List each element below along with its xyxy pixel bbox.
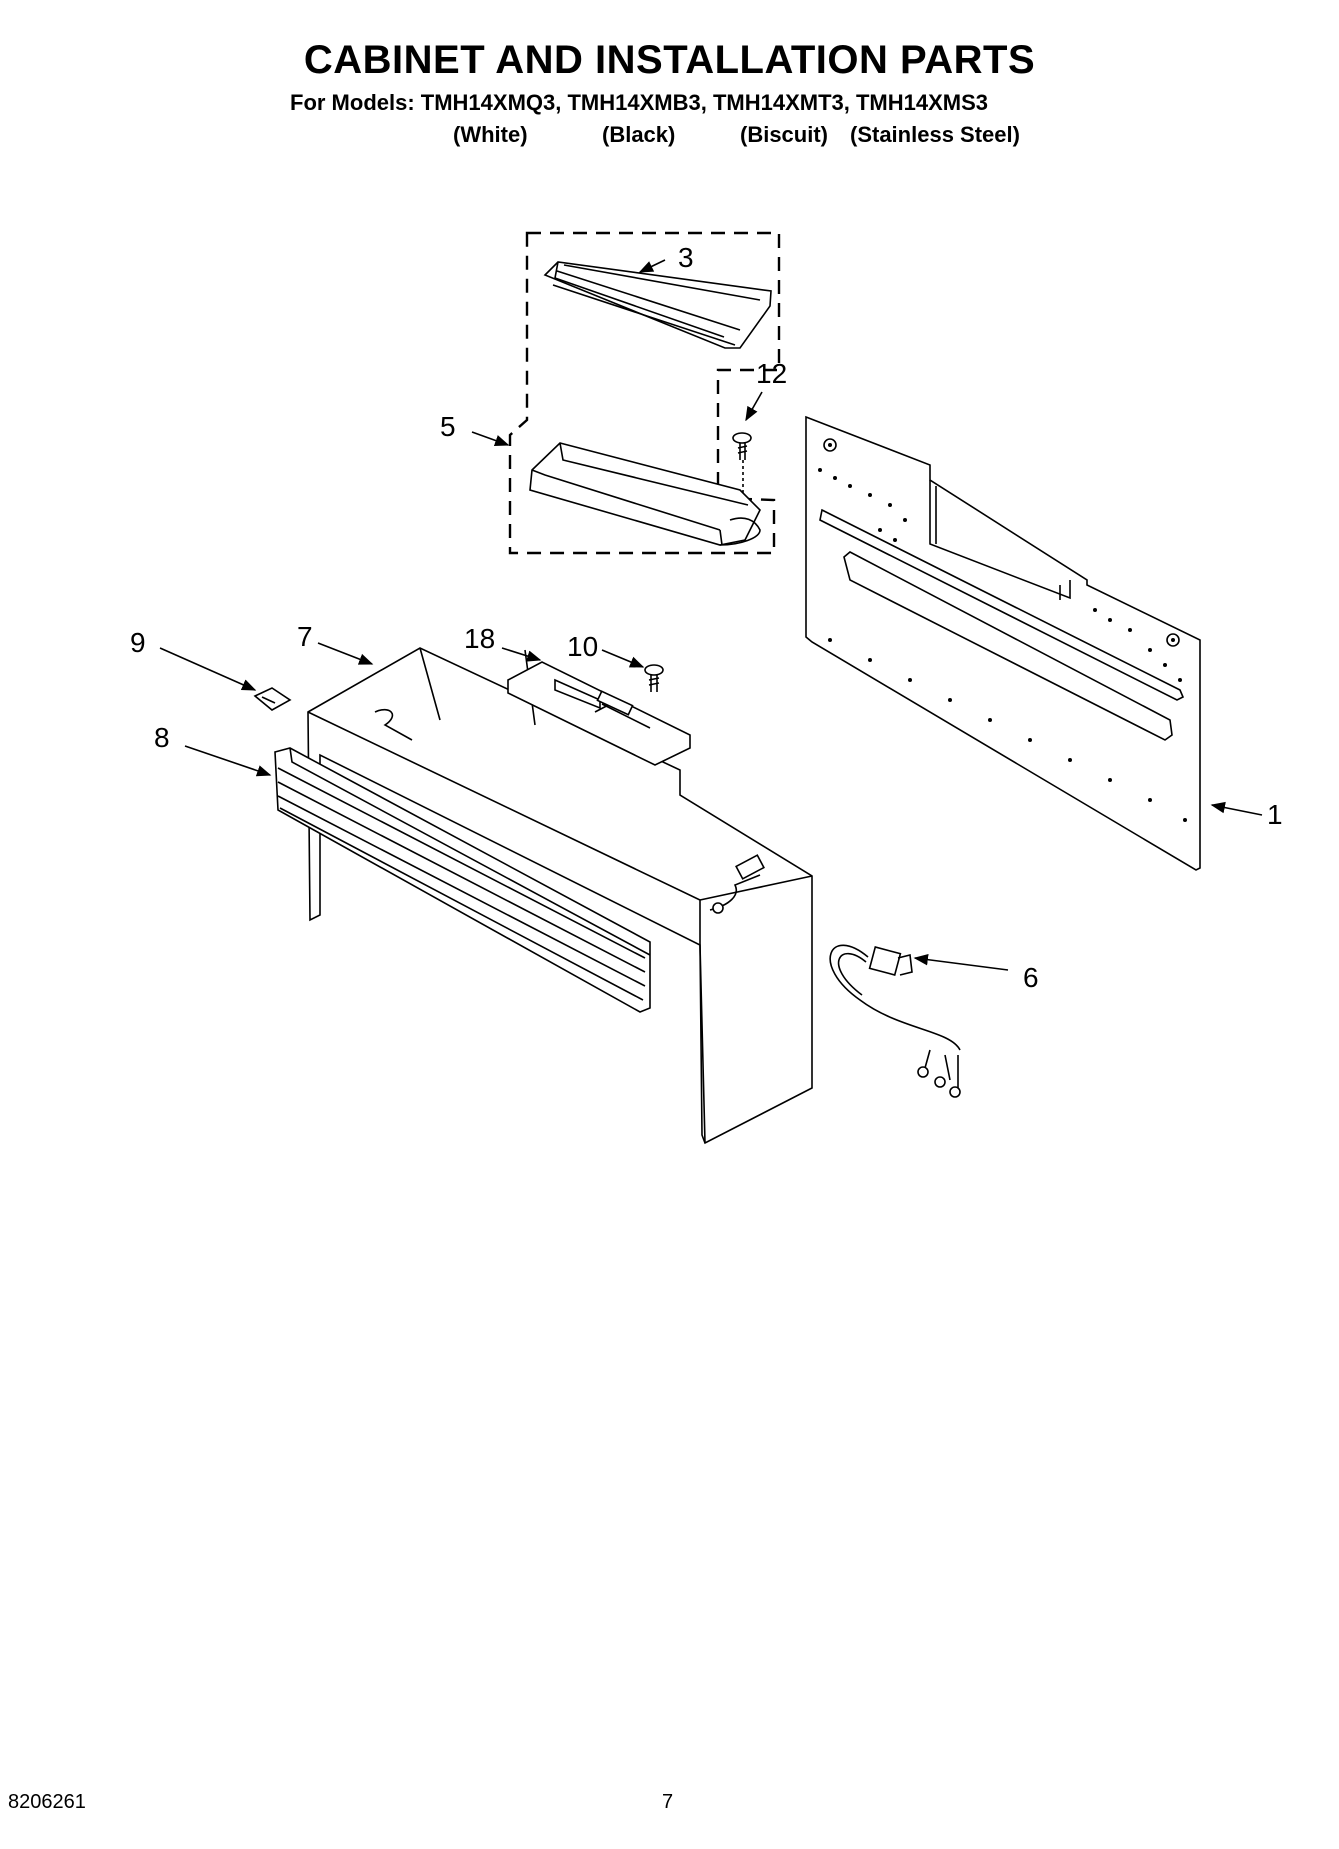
callout-18: 18	[464, 623, 495, 654]
callout-3: 3	[678, 242, 694, 273]
part-18-bracket	[507, 661, 691, 766]
leader-10	[601, 649, 645, 668]
leader-7	[317, 642, 374, 665]
callout-5: 5	[440, 411, 456, 442]
callout-8: 8	[154, 722, 170, 753]
callout-7: 7	[297, 621, 313, 652]
color-black: (Black)	[602, 122, 676, 147]
part-7-cabinet-wrapper	[307, 647, 813, 1145]
callout-10: 10	[567, 631, 598, 662]
callout-9: 9	[130, 627, 146, 658]
leader-5	[471, 431, 510, 447]
callout-12: 12	[756, 358, 787, 389]
leader-12	[745, 391, 763, 422]
leader-1	[1210, 801, 1263, 816]
part-12-screw	[732, 432, 752, 495]
leader-8	[184, 745, 272, 777]
page-title: CABINET AND INSTALLATION PARTS	[303, 38, 1036, 82]
leader-6	[913, 953, 1009, 971]
part-5-lower-tray	[529, 442, 761, 546]
part-3-top-rail	[543, 261, 772, 349]
part-10-screw	[644, 664, 664, 692]
color-biscuit: (Biscuit)	[740, 122, 828, 147]
part-9-clip	[253, 687, 292, 711]
color-white: (White)	[453, 122, 528, 147]
part-6-power-cord	[829, 944, 961, 1098]
callout-1: 1	[1267, 799, 1283, 830]
models-line: For Models: TMH14XMQ3, TMH14XMB3, TMH14X…	[290, 90, 988, 115]
leader-18	[501, 647, 542, 662]
document-number: 8206261	[8, 1791, 86, 1813]
page-number: 7	[662, 1791, 674, 1813]
leader-9	[159, 647, 257, 691]
part-8-vent-grille	[274, 747, 651, 1013]
color-stainless-steel: (Stainless Steel)	[850, 122, 1020, 147]
part-1-mounting-plate	[805, 415, 1201, 871]
leader-3	[638, 259, 666, 273]
callout-6: 6	[1023, 962, 1039, 993]
